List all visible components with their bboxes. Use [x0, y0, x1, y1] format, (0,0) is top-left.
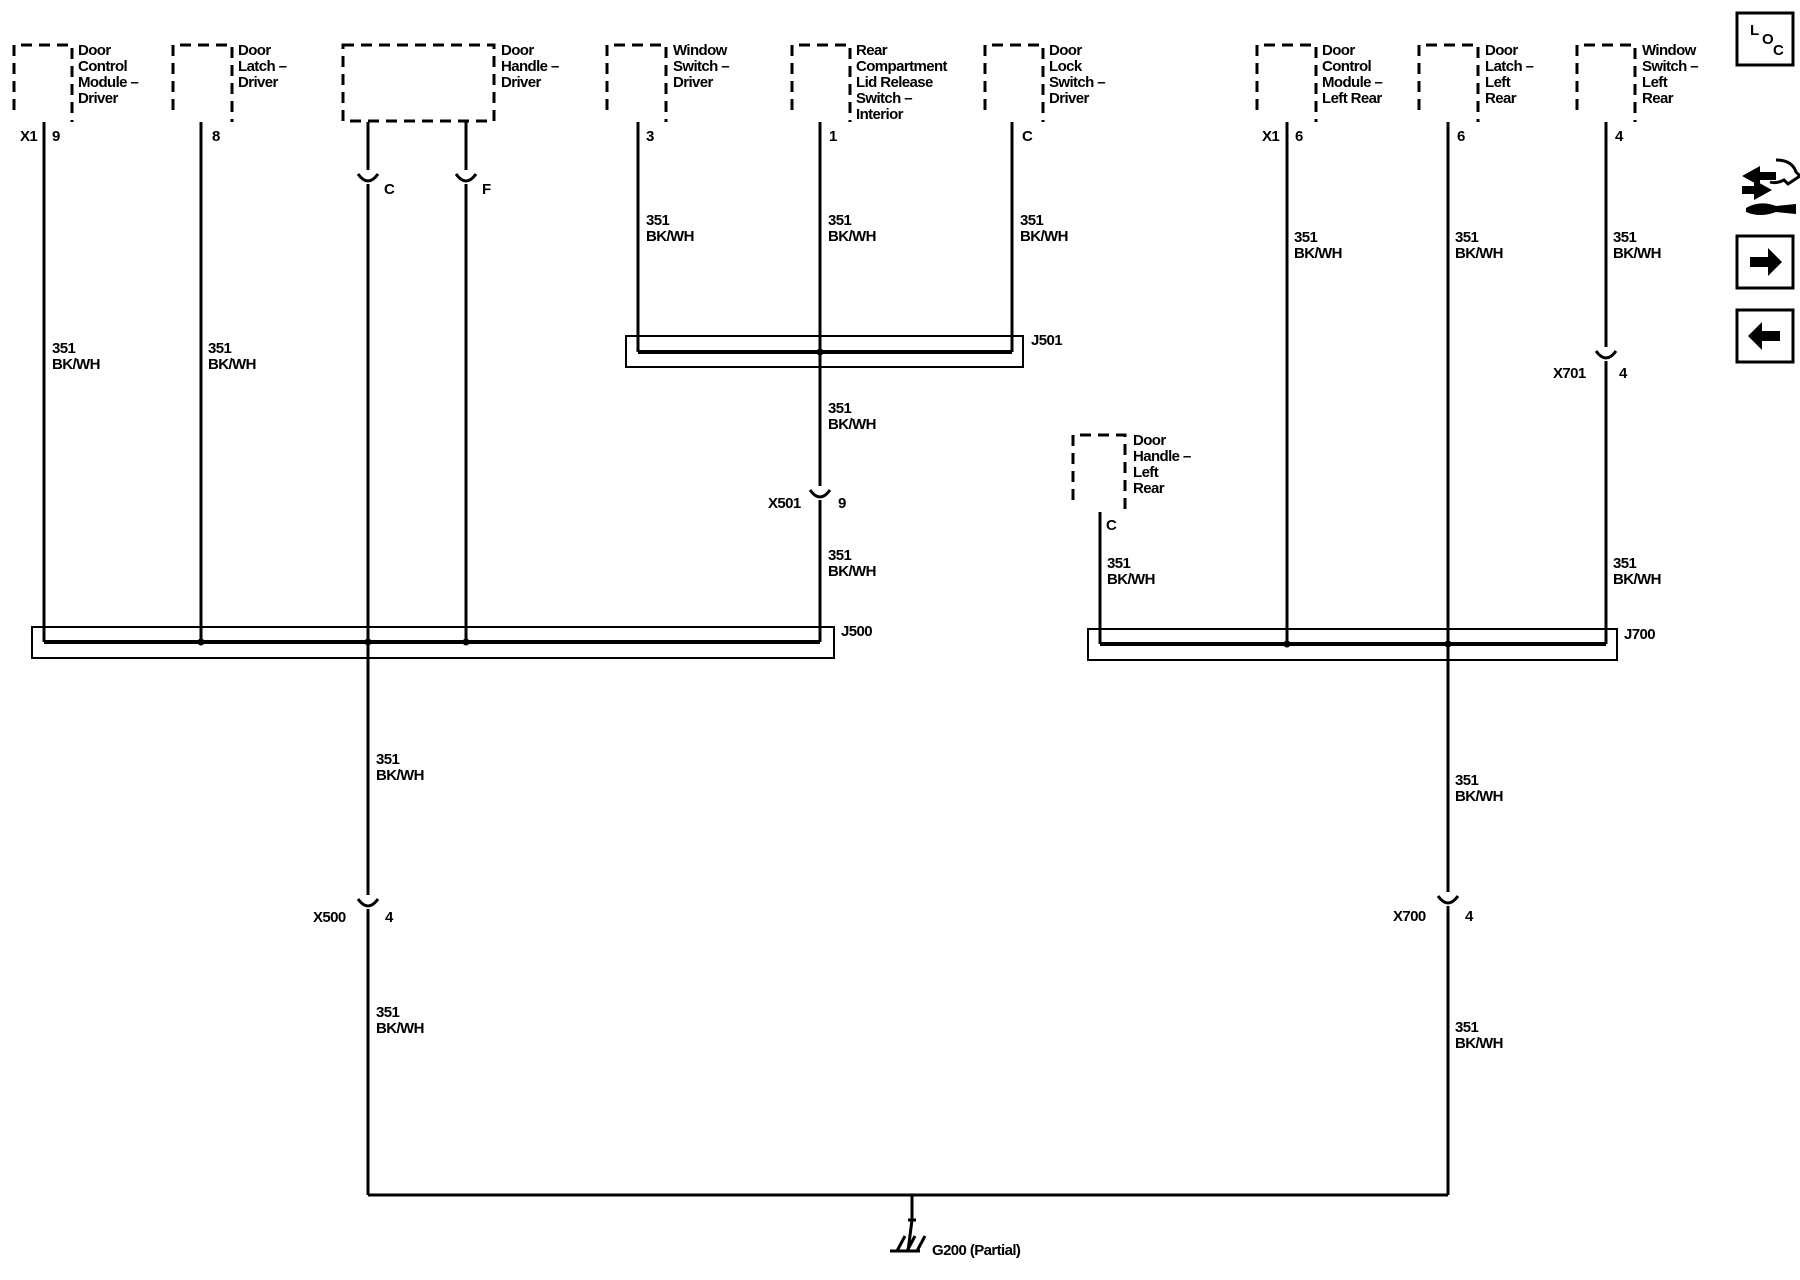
- prev-page-button[interactable]: [1735, 308, 1795, 364]
- inline-connector-x701[interactable]: X701 4: [1553, 333, 1629, 382]
- inline-connector-handle-driver-f: [454, 155, 478, 183]
- component-door-handle-left-rear[interactable]: Door Handle – Left Rear: [1071, 432, 1194, 512]
- pin-conn-label: X1: [1262, 128, 1279, 145]
- inline-connector-handle-driver-c: [356, 155, 380, 183]
- next-page-button[interactable]: [1735, 234, 1795, 290]
- component-door-handle-driver[interactable]: Door Handle – Driver: [341, 42, 562, 123]
- pin-label: C: [1022, 128, 1033, 145]
- loc-letter: O: [1762, 31, 1774, 48]
- component-label: Door Handle – Left Rear: [1133, 432, 1194, 497]
- loc-letter: C: [1773, 42, 1784, 59]
- splice-j700[interactable]: J700: [1087, 626, 1656, 661]
- inline-connector-x501[interactable]: X501 9: [768, 472, 847, 512]
- pin-label: C: [1106, 517, 1117, 534]
- arrow-right-icon: [1750, 248, 1782, 276]
- component-door-latch-left-rear[interactable]: Door Latch – Left Rear: [1417, 42, 1537, 122]
- ground-label: G200 (Partial): [932, 1242, 1021, 1259]
- wires: [42, 122, 1608, 1220]
- component-window-switch-left-rear[interactable]: Window Switch – Left Rear: [1575, 42, 1702, 122]
- component-label: Door Lock Switch – Driver: [1049, 42, 1109, 107]
- pin-label: F: [482, 181, 491, 198]
- pin-label: 1: [829, 128, 837, 145]
- connector-label: X501: [768, 495, 801, 512]
- connector-label: X701: [1553, 365, 1586, 382]
- connector-pin-label: 4: [1619, 365, 1628, 382]
- arrow-left-icon: [1748, 322, 1780, 350]
- loc-letter: L: [1750, 22, 1759, 39]
- connector-pin-label: 4: [385, 909, 394, 926]
- pin-label: 3: [646, 128, 654, 145]
- loc-button[interactable]: L O C: [1735, 11, 1795, 67]
- pin-label: C: [384, 181, 395, 198]
- connector-label: X700: [1393, 908, 1426, 925]
- component-label: Door Handle – Driver: [501, 42, 562, 91]
- component-door-lock-switch-driver[interactable]: Door Lock Switch – Driver: [983, 42, 1109, 122]
- connector-service-icon[interactable]: [1742, 158, 1800, 215]
- component-label: Window Switch – Driver: [673, 42, 733, 91]
- pin-label: 9: [52, 128, 60, 145]
- splice-label: J700: [1624, 626, 1655, 643]
- component-label: Door Latch – Driver: [238, 42, 290, 91]
- connector-pin-label: 4: [1465, 908, 1474, 925]
- component-label: Door Control Module – Driver: [78, 42, 142, 107]
- pin-label: 6: [1457, 128, 1465, 145]
- pin-label: 6: [1295, 128, 1303, 145]
- pin-label: 8: [212, 128, 220, 145]
- component-label: Door Latch – Left Rear: [1485, 42, 1537, 107]
- inline-connector-x500[interactable]: X500 4: [313, 881, 395, 926]
- splice-j501[interactable]: J501: [625, 332, 1063, 368]
- component-label: Door Control Module – Left Rear: [1322, 42, 1386, 107]
- component-door-control-module-driver[interactable]: Door Control Module – Driver: [12, 42, 142, 122]
- splice-label: J501: [1031, 332, 1062, 349]
- pin-label: 4: [1615, 128, 1624, 145]
- component-rear-compartment-lid-release-switch[interactable]: Rear Compartment Lid Release Switch – In…: [790, 42, 951, 123]
- inline-connector-x700[interactable]: X700 4: [1393, 878, 1475, 925]
- component-label: Window Switch – Left Rear: [1642, 42, 1702, 107]
- splice-label: J500: [841, 623, 872, 640]
- pin-conn-label: X1: [20, 128, 37, 145]
- component-label: Rear Compartment Lid Release Switch – In…: [856, 42, 951, 123]
- connector-pin-label: 9: [838, 495, 846, 512]
- component-window-switch-driver[interactable]: Window Switch – Driver: [605, 42, 733, 122]
- splice-j500[interactable]: J500: [31, 623, 873, 659]
- component-door-latch-driver[interactable]: Door Latch – Driver: [171, 42, 290, 122]
- connector-label: X500: [313, 909, 346, 926]
- component-door-control-module-left-rear[interactable]: Door Control Module – Left Rear: [1255, 42, 1386, 122]
- ground-g200[interactable]: G200 (Partial): [890, 1218, 1022, 1259]
